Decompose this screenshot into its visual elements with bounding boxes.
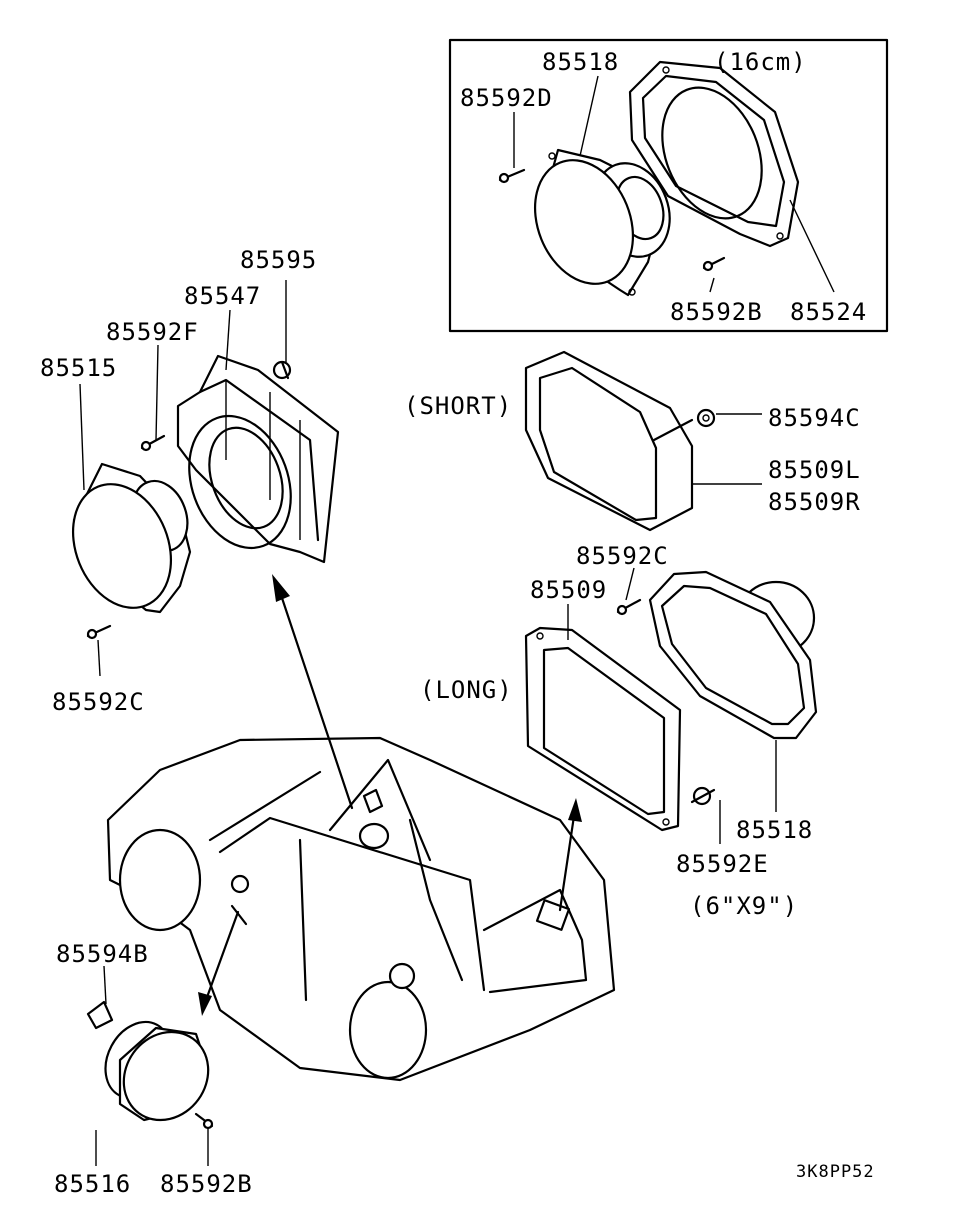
speaker-85516 bbox=[104, 1020, 210, 1122]
screw-85592D bbox=[498, 168, 526, 184]
screw-85595 bbox=[272, 360, 292, 380]
label-85592C-right: 85592C bbox=[576, 542, 669, 570]
arrow-to-door-speaker bbox=[198, 910, 240, 1016]
label-85595: 85595 bbox=[240, 246, 318, 274]
label-85515: 85515 bbox=[40, 354, 118, 382]
diagram-code: 3K8PP52 bbox=[796, 1162, 875, 1182]
screw-85592C-right bbox=[616, 598, 642, 616]
gasket-85524 bbox=[628, 60, 800, 248]
screw-85592C-left bbox=[86, 624, 112, 640]
clip-85594C bbox=[696, 408, 716, 428]
screw-85592E bbox=[690, 786, 716, 806]
label-85592B-bottom: 85592B bbox=[160, 1170, 253, 1198]
inset-box-16cm bbox=[448, 38, 889, 333]
label-85509L: 85509L bbox=[768, 456, 861, 484]
label-size-16cm: (16cm) bbox=[714, 48, 807, 76]
label-size-6x9: (6"X9") bbox=[690, 892, 799, 920]
vehicle-outline bbox=[106, 736, 616, 1082]
label-85547: 85547 bbox=[184, 282, 262, 310]
screw-85592F bbox=[140, 434, 166, 452]
label-85592F: 85592F bbox=[106, 318, 199, 346]
bracket-85547 bbox=[176, 354, 340, 564]
label-85516: 85516 bbox=[54, 1170, 132, 1198]
clip-85594B bbox=[86, 1000, 114, 1030]
label-85592D: 85592D bbox=[460, 84, 553, 112]
arrow-to-bracket bbox=[272, 574, 354, 810]
label-long: (LONG) bbox=[420, 676, 513, 704]
frame-85509-long bbox=[524, 626, 682, 832]
label-short: (SHORT) bbox=[404, 392, 513, 420]
label-85509R: 85509R bbox=[768, 488, 861, 516]
label-85594B: 85594B bbox=[56, 940, 149, 968]
label-85509: 85509 bbox=[530, 576, 608, 604]
label-85592B-top: 85592B bbox=[670, 298, 763, 326]
speaker-85518-6x9 bbox=[648, 570, 818, 740]
label-85594C: 85594C bbox=[768, 404, 861, 432]
screw-85592B-top bbox=[702, 256, 726, 272]
box-85509-short bbox=[524, 350, 694, 532]
arrow-to-rear-speaker bbox=[558, 798, 582, 912]
label-85518-right: 85518 bbox=[736, 816, 814, 844]
label-85524: 85524 bbox=[790, 298, 868, 326]
label-85592E: 85592E bbox=[676, 850, 769, 878]
screw-85592B-bottom bbox=[194, 1112, 214, 1130]
speaker-85515 bbox=[71, 462, 192, 614]
label-85518-top: 85518 bbox=[542, 48, 620, 76]
label-85592C-left: 85592C bbox=[52, 688, 145, 716]
speaker-85518-16cm bbox=[533, 148, 671, 297]
